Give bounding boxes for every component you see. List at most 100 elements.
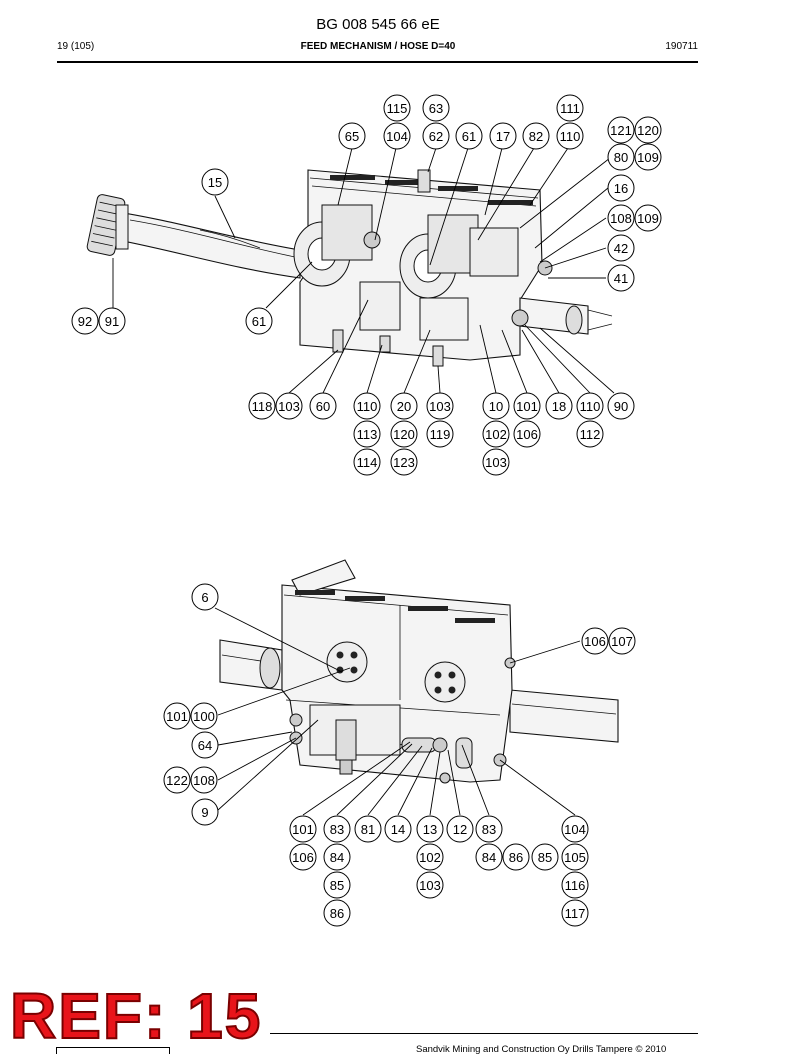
- callout-bubble[interactable]: 102: [416, 843, 444, 871]
- callout-bubble[interactable]: 81: [354, 815, 382, 843]
- callout-bubble[interactable]: 103: [416, 871, 444, 899]
- svg-text:17: 17: [496, 129, 510, 144]
- callout-bubble[interactable]: 84: [475, 843, 503, 871]
- callout-bubble[interactable]: 85: [323, 871, 351, 899]
- callout-bubble[interactable]: 61: [245, 307, 273, 335]
- callout-bubble[interactable]: 10: [482, 392, 510, 420]
- callout-bubble[interactable]: 110: [353, 392, 381, 420]
- callout-bubble[interactable]: 84: [323, 843, 351, 871]
- callout-bubble[interactable]: 91: [98, 307, 126, 335]
- callout-bubble[interactable]: 18: [545, 392, 573, 420]
- callout-bubble[interactable]: 118: [248, 392, 276, 420]
- callout-bubble[interactable]: 15: [201, 168, 229, 196]
- callout-bubble[interactable]: 109: [634, 204, 662, 232]
- callout-bubble[interactable]: 16: [607, 174, 635, 202]
- callout-bubble[interactable]: 42: [607, 234, 635, 262]
- callout-bubble[interactable]: 103: [426, 392, 454, 420]
- callout-bubble[interactable]: 106: [513, 420, 541, 448]
- svg-text:85: 85: [330, 878, 344, 893]
- svg-text:101: 101: [166, 709, 188, 724]
- callout-bubble[interactable]: 115: [383, 94, 411, 122]
- svg-text:83: 83: [330, 822, 344, 837]
- left-motor-icon: [293, 204, 381, 287]
- svg-text:63: 63: [429, 101, 443, 116]
- callout-bubble[interactable]: 20: [390, 392, 418, 420]
- callout-bubble[interactable]: 86: [323, 899, 351, 927]
- callout-bubble[interactable]: 114: [353, 448, 381, 476]
- callout-bubble[interactable]: 83: [475, 815, 503, 843]
- right-motor-icon: [399, 214, 479, 299]
- ref-stamp: REF: 15: [9, 980, 263, 1052]
- callout-bubble[interactable]: 109: [634, 143, 662, 171]
- callout-bubble[interactable]: 82: [522, 122, 550, 150]
- callout-bubble[interactable]: 100: [190, 702, 218, 730]
- svg-text:86: 86: [509, 850, 523, 865]
- callout-bubble[interactable]: 110: [556, 122, 584, 150]
- callout-bubble[interactable]: 101: [163, 702, 191, 730]
- svg-text:107: 107: [611, 634, 633, 649]
- callout-bubble[interactable]: 107: [608, 627, 636, 655]
- callout-bubble[interactable]: 120: [390, 420, 418, 448]
- callout-bubble[interactable]: 110: [576, 392, 604, 420]
- callout-bubble[interactable]: 106: [581, 627, 609, 655]
- svg-text:85: 85: [538, 850, 552, 865]
- callout-bubble[interactable]: 12: [446, 815, 474, 843]
- callout-bubble[interactable]: 108: [607, 204, 635, 232]
- callout-bubble[interactable]: 121: [607, 116, 635, 144]
- callout-bubble[interactable]: 6: [191, 583, 219, 611]
- svg-text:104: 104: [564, 822, 586, 837]
- callout-bubble[interactable]: 119: [426, 420, 454, 448]
- svg-text:42: 42: [614, 241, 628, 256]
- callout-bubble[interactable]: 17: [489, 122, 517, 150]
- callout-bubble[interactable]: 9: [191, 798, 219, 826]
- svg-text:86: 86: [330, 906, 344, 921]
- svg-text:110: 110: [357, 399, 378, 414]
- callout-bubble[interactable]: 105: [561, 843, 589, 871]
- callout-bubble[interactable]: 116: [561, 871, 589, 899]
- callout-bubble[interactable]: 86: [502, 843, 530, 871]
- svg-text:61: 61: [252, 314, 266, 329]
- callout-bubble[interactable]: 61: [455, 122, 483, 150]
- callout-bubble[interactable]: 83: [323, 815, 351, 843]
- page-number: 19 (105): [57, 41, 95, 52]
- callout-bubble[interactable]: 108: [190, 766, 218, 794]
- callout-bubble[interactable]: 101: [289, 815, 317, 843]
- callout-bubble[interactable]: 106: [289, 843, 317, 871]
- callout-bubble[interactable]: 117: [561, 899, 589, 927]
- callout-bubble[interactable]: 101: [513, 392, 541, 420]
- callout-bubble[interactable]: 111: [556, 94, 584, 122]
- callout-bubble[interactable]: 113: [353, 420, 381, 448]
- callout-bubble[interactable]: 14: [384, 815, 412, 843]
- callout-bubble[interactable]: 41: [607, 264, 635, 292]
- callout-bubble[interactable]: 60: [309, 392, 337, 420]
- callout-bubble[interactable]: 63: [422, 94, 450, 122]
- upper-callouts: 115 63 111 65 104 62 61 17 82 110 121 12…: [71, 94, 662, 476]
- callout-bubble[interactable]: 92: [71, 307, 99, 335]
- callout-bubble[interactable]: 65: [338, 122, 366, 150]
- callout-bubble[interactable]: 85: [531, 843, 559, 871]
- callout-bubble[interactable]: 13: [416, 815, 444, 843]
- callout-bubble[interactable]: 103: [482, 448, 510, 476]
- svg-text:15: 15: [208, 175, 222, 190]
- callout-bubble[interactable]: 103: [275, 392, 303, 420]
- svg-text:103: 103: [429, 399, 451, 414]
- document-number: BG 008 545 66 eE: [316, 16, 440, 33]
- callout-bubble[interactable]: 104: [383, 122, 411, 150]
- callout-bubble[interactable]: 123: [390, 448, 418, 476]
- callout-bubble[interactable]: 102: [482, 420, 510, 448]
- upper-assembly-drawing: [86, 147, 615, 394]
- svg-text:13: 13: [423, 822, 437, 837]
- callout-bubble[interactable]: 104: [561, 815, 589, 843]
- callout-bubble[interactable]: 120: [634, 116, 662, 144]
- callout-bubble[interactable]: 112: [576, 420, 604, 448]
- svg-text:104: 104: [386, 129, 408, 144]
- callout-bubble[interactable]: 62: [422, 122, 450, 150]
- callout-bubble[interactable]: 122: [163, 766, 191, 794]
- callout-bubble[interactable]: 64: [191, 731, 219, 759]
- callout-bubble[interactable]: 90: [607, 392, 635, 420]
- svg-text:120: 120: [637, 123, 659, 138]
- svg-text:117: 117: [565, 906, 586, 921]
- svg-text:91: 91: [105, 314, 119, 329]
- svg-text:92: 92: [78, 314, 92, 329]
- callout-bubble[interactable]: 80: [607, 143, 635, 171]
